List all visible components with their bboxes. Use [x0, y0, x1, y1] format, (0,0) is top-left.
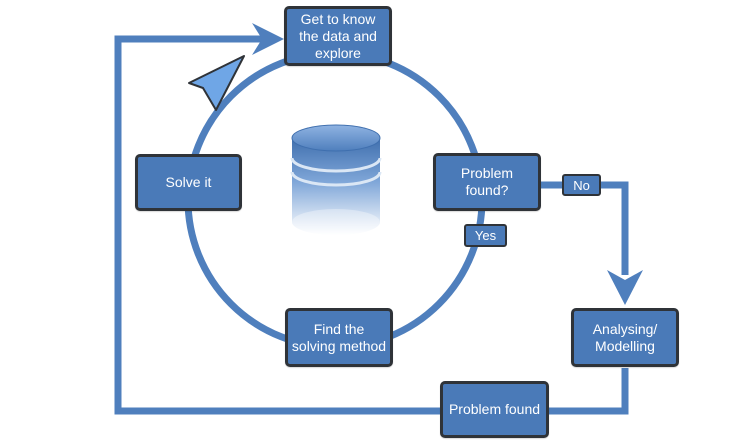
node-problem-found: Problem found	[440, 381, 549, 438]
database-icon	[290, 124, 382, 235]
edge-label-no: No	[562, 174, 601, 196]
node-find-solving-method: Find the solving method	[285, 308, 393, 367]
no-branch-arrowhead	[607, 270, 643, 305]
cycle-arrowhead	[188, 55, 245, 111]
no-branch-line	[540, 181, 629, 275]
outer-loop-line	[114, 35, 629, 415]
edge-label-yes: Yes	[464, 224, 507, 247]
outer-loop-arrowhead	[252, 23, 284, 55]
node-solve-it: Solve it	[135, 154, 242, 211]
node-analysing-modelling: Analysing/ Modelling	[571, 308, 679, 367]
node-get-to-know-data: Get to know the data and explore	[284, 6, 392, 66]
node-problem-found-question: Problem found?	[433, 153, 541, 211]
